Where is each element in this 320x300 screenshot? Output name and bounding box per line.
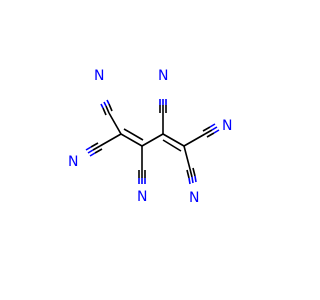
double-bond-right xyxy=(162,133,185,152)
molecule-structure-diagram: N N N N xyxy=(68,68,232,206)
nitrile-group-top-right: N xyxy=(158,68,168,134)
nitrile-group-right: N xyxy=(183,118,232,147)
single-bond xyxy=(99,133,122,147)
triple-bond-line-n xyxy=(213,129,220,134)
triple-bond-line xyxy=(204,129,213,135)
nitrile-group-left: N xyxy=(68,133,122,170)
single-bond xyxy=(183,145,191,170)
triple-bond-line xyxy=(206,132,215,138)
nitrile-group-top-left: N xyxy=(94,68,122,135)
bond-line xyxy=(162,139,182,152)
triple-bond-line-n xyxy=(191,176,194,184)
triple-bond-line-n xyxy=(85,146,92,151)
triple-bond-line-n xyxy=(103,101,107,107)
triple-bond-line xyxy=(105,105,110,114)
nitrile-group-bottom-right: N xyxy=(183,145,199,206)
nitrogen-atom-label: N xyxy=(137,189,147,205)
triple-bond-line-n xyxy=(100,103,104,109)
triple-bond-line-n xyxy=(87,149,94,154)
nitrogen-atom-label: N xyxy=(68,154,78,170)
triple-bond-line xyxy=(92,145,101,151)
nitrogen-atom-label: N xyxy=(158,68,168,84)
triple-bond-line-n xyxy=(188,177,191,185)
triple-bond-line xyxy=(192,167,196,177)
triple-bond-line xyxy=(189,168,193,178)
triple-bond-line-n xyxy=(194,175,197,183)
nitrogen-atom-label: N xyxy=(189,190,199,206)
nitrogen-atom-label: N xyxy=(94,68,104,84)
triple-bond-line xyxy=(102,107,107,116)
triple-bond-line xyxy=(90,142,99,148)
triple-bond-line-n xyxy=(209,123,216,128)
triple-bond-line-n xyxy=(89,152,96,157)
central-single-bond xyxy=(141,133,164,147)
single-bond xyxy=(108,112,122,135)
bond-line xyxy=(123,128,144,141)
bond-line xyxy=(120,133,143,147)
triple-bond-line xyxy=(202,126,211,132)
nitrile-group-bottom-left: N xyxy=(137,146,147,205)
nitrogen-atom-label: N xyxy=(222,118,232,134)
triple-bond-line-n xyxy=(106,99,110,105)
triple-bond-line-n xyxy=(211,126,218,131)
triple-bond-line xyxy=(108,103,113,112)
triple-bond-line xyxy=(186,169,190,179)
double-bond-left xyxy=(120,128,144,147)
bond-line xyxy=(162,133,185,147)
single-bond xyxy=(183,133,206,147)
triple-bond-line xyxy=(94,148,103,154)
